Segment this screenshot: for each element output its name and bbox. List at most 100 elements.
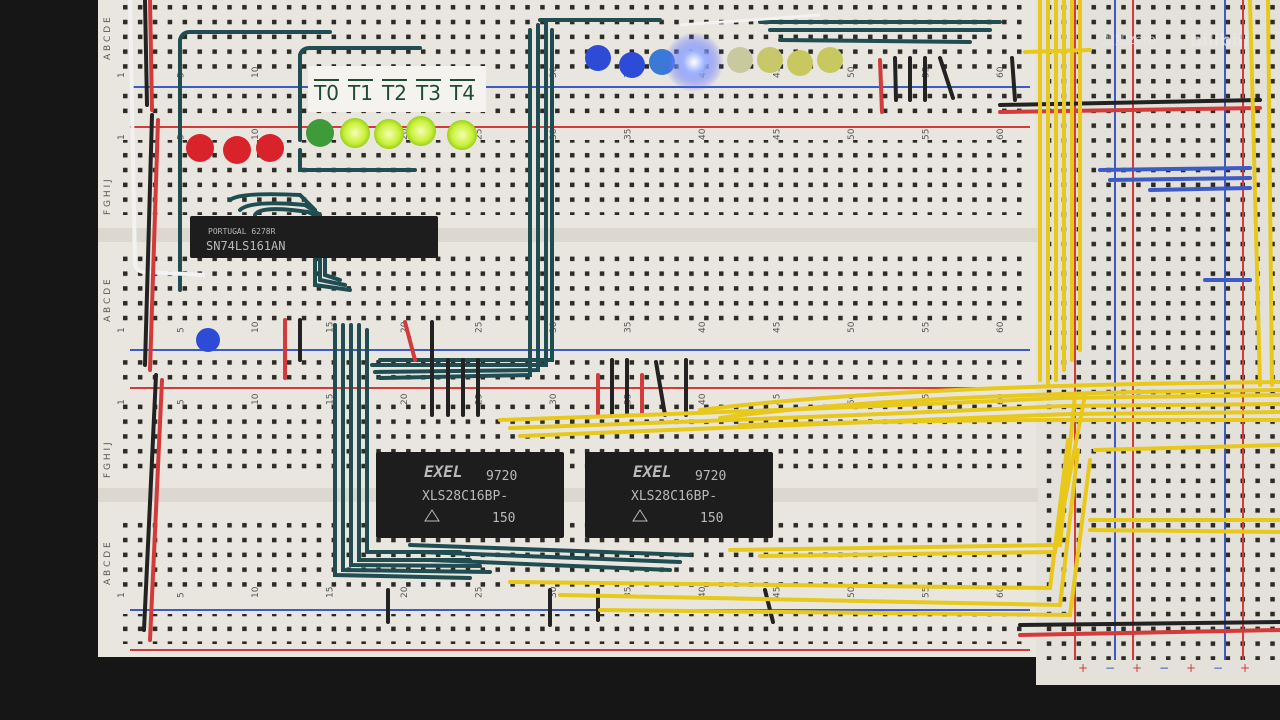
column-number: 40 xyxy=(698,393,708,405)
column-number: 55 xyxy=(922,587,932,598)
teal-wire xyxy=(778,38,972,44)
led-yellow xyxy=(787,50,813,76)
led-blue xyxy=(619,52,645,78)
column-number: 10 xyxy=(251,393,261,405)
yellow-wire xyxy=(598,458,1092,618)
row-letters-abcde: A B C D E xyxy=(103,542,113,585)
watermark: 加加zero bilibili xyxy=(1102,31,1249,51)
led-blue xyxy=(585,45,611,71)
column-number: 60 xyxy=(996,66,1006,78)
column-number: 30 xyxy=(549,321,559,333)
column-number: 1 xyxy=(117,592,127,598)
chip-part-number: XLS28C16BP- xyxy=(631,489,717,504)
column-number: 35 xyxy=(624,322,634,333)
led-yellow xyxy=(727,47,753,73)
teal-wire xyxy=(238,201,347,287)
chip-part-number: XLS28C16BP- xyxy=(422,489,508,504)
row-letters-abcde: A B C D E xyxy=(103,17,113,60)
yellow-wire-bundles xyxy=(498,0,1280,618)
teal-wire xyxy=(298,46,422,142)
rail-sign-row: +−+−+−+ xyxy=(1078,661,1250,675)
column-number: 40 xyxy=(698,321,708,333)
column-number: 35 xyxy=(624,129,634,140)
column-number: 30 xyxy=(549,128,559,140)
teal-wire xyxy=(333,323,472,580)
row-letters: A B C D E F G H I J A B C D E F G H I J … xyxy=(103,17,113,585)
column-number: 45 xyxy=(773,129,783,140)
column-number: 40 xyxy=(698,586,708,598)
column-number: 60 xyxy=(996,128,1006,140)
yellow-wire xyxy=(1088,528,1280,534)
chip-sn74ls161an: PORTUGAL 6278R SN74LS161AN xyxy=(190,216,438,258)
rail-sign: − xyxy=(1105,661,1115,675)
teal-wire xyxy=(349,323,482,568)
led-label: T4 xyxy=(449,81,475,105)
column-number: 25 xyxy=(475,322,485,333)
teal-wire xyxy=(341,323,492,574)
chip-eeprom-left: EXEL 9720 XLS28C16BP- 150 xyxy=(376,452,564,538)
column-number: 15 xyxy=(326,322,336,333)
column-number: 60 xyxy=(996,321,1006,333)
column-number: 25 xyxy=(475,587,485,598)
column-number: 25 xyxy=(475,129,485,140)
column-number: 55 xyxy=(922,129,932,140)
short-jumpers xyxy=(142,0,1280,642)
led-red xyxy=(186,134,214,162)
led-yellow xyxy=(757,47,783,73)
rail-sign: + xyxy=(1132,661,1142,675)
leds xyxy=(186,32,843,352)
column-number: 20 xyxy=(400,586,410,598)
column-number: 5 xyxy=(177,327,187,333)
column-number: 1 xyxy=(117,72,127,78)
chip-brand: EXEL xyxy=(424,462,463,481)
yellow-wire xyxy=(1023,48,1092,54)
teal-wire xyxy=(178,30,332,292)
column-number: 20 xyxy=(400,393,410,405)
yellow-wire xyxy=(698,380,1280,412)
led-red xyxy=(223,136,251,164)
led-green-off xyxy=(306,119,334,147)
row-letters-abcde: A B C D E xyxy=(103,279,113,322)
column-number: 50 xyxy=(847,586,857,598)
teal-wire xyxy=(378,28,554,362)
white-wire xyxy=(128,0,206,277)
led-green-on xyxy=(340,118,370,148)
triangle-mark-icon xyxy=(632,509,648,522)
chip-part-number: SN74LS161AN xyxy=(206,239,285,253)
teal-wire xyxy=(428,558,672,572)
column-number: 50 xyxy=(847,66,857,78)
watermark-channel: 加加zero xyxy=(1102,33,1156,48)
led-green-on xyxy=(447,120,477,150)
column-number: 10 xyxy=(251,586,261,598)
chip-speed: 150 xyxy=(492,511,515,526)
column-number: 10 xyxy=(251,66,261,78)
column-number: 30 xyxy=(549,393,559,405)
yellow-wire xyxy=(718,388,1280,420)
teal-wire xyxy=(298,148,417,172)
power-rails xyxy=(130,0,1244,660)
column-number: 50 xyxy=(847,393,857,405)
column-number: 50 xyxy=(847,128,857,140)
chip-speed: 150 xyxy=(700,511,723,526)
watermark-site-logo: bilibili xyxy=(1190,31,1249,51)
column-number: 45 xyxy=(773,67,783,78)
led-blue-lit xyxy=(664,32,724,92)
led-label: T2 xyxy=(381,81,407,105)
led-blue xyxy=(196,328,220,352)
column-number: 40 xyxy=(698,128,708,140)
row-letters-fghij: F G H I J xyxy=(103,179,113,215)
column-number: 45 xyxy=(773,587,783,598)
led-yellow xyxy=(817,47,843,73)
teal-wire xyxy=(418,550,682,564)
column-number: 30 xyxy=(549,586,559,598)
column-number: 60 xyxy=(996,586,1006,598)
column-number: 50 xyxy=(847,321,857,333)
column-number: 35 xyxy=(624,587,634,598)
column-number: 10 xyxy=(251,128,261,140)
led-label: T0 xyxy=(313,81,339,105)
teal-wire xyxy=(228,192,352,292)
chip-eeprom-right: EXEL 9720 XLS28C16BP- 150 xyxy=(585,452,773,538)
column-number: 30 xyxy=(549,66,559,78)
